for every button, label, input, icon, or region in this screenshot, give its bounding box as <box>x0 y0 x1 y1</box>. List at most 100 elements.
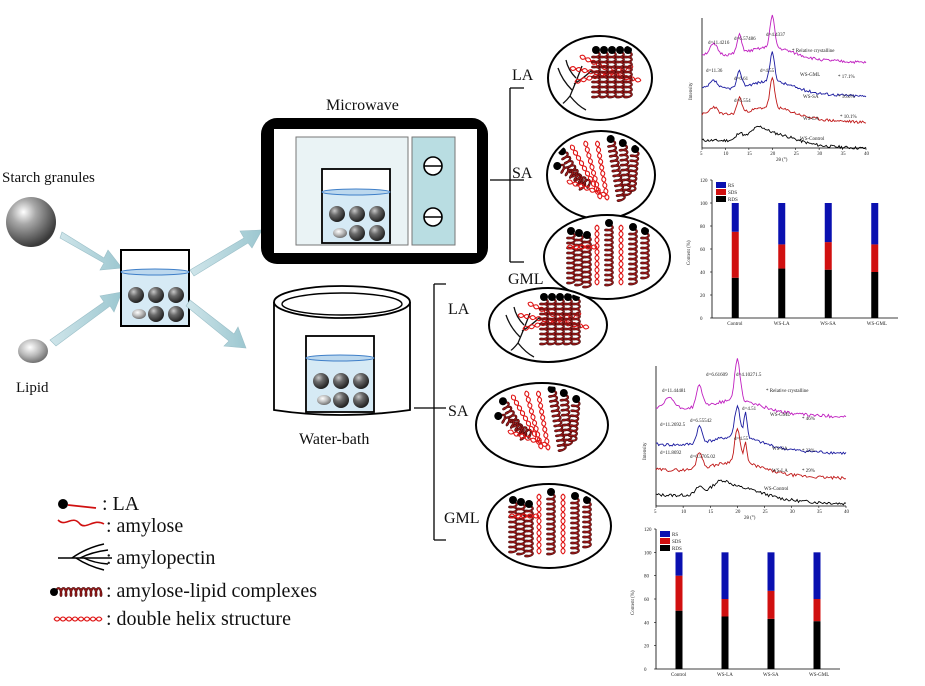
bar-category-label: WS-SA <box>820 322 836 327</box>
bar-legend-swatch-rds <box>716 196 726 202</box>
xrd-bot-d-label-5: d=6.55542 <box>690 419 712 424</box>
label-sa-waterbath: SA <box>448 403 469 420</box>
xrd-tick-label: 15 <box>708 510 714 515</box>
xrd-top-percent-sa: * 16.0% <box>838 95 855 100</box>
xrd-top-d-label-7: d=6.554 <box>734 99 751 104</box>
bar-ylabel: Content (%) <box>687 240 692 265</box>
bar-category-label: Control <box>671 673 687 678</box>
legend-amylopectin-label: : amylopectin <box>106 547 215 569</box>
bar-ytick-label: 80 <box>644 575 650 580</box>
bar-segment-rds <box>767 618 775 669</box>
arrow-lipid-to-beaker <box>49 291 123 347</box>
legend-amylopectin-icon <box>58 543 112 571</box>
xrd-bot-d-label-4: d=11.2692.5 <box>660 423 686 428</box>
bar-segment-rs <box>824 203 832 243</box>
bar-ytick-label: 0 <box>700 317 703 322</box>
arrow-starch-to-beaker <box>59 231 123 271</box>
xrd-tick-label: 10 <box>723 152 729 157</box>
arrow-to-waterbath <box>185 299 247 349</box>
bar-ytick-label: 40 <box>700 271 706 276</box>
bar-legend-label: RDS <box>728 198 738 203</box>
bar-segment-rs <box>675 552 683 576</box>
bar-ytick-label: 120 <box>700 179 708 184</box>
xrd-tick-label: 25 <box>763 510 769 515</box>
xrd-bot-series-gml <box>655 358 847 419</box>
xrd-bot-percent-sa: * 33% <box>802 449 815 454</box>
label-la-microwave: LA <box>512 67 534 84</box>
xrd-top-percent-gml: * 17.1% <box>838 75 855 80</box>
legend-la-icon <box>58 499 97 509</box>
structure-la-microwave <box>547 35 653 121</box>
bar-ytick-label: 60 <box>644 598 650 603</box>
bar-legend-swatch-rs <box>716 182 726 188</box>
xrd-tick-label: 30 <box>790 510 796 515</box>
xrd-bot-series-label-sa: WS-SA <box>772 447 788 452</box>
xrd-bot-note: * Relative crystalline <box>766 389 809 394</box>
xrd-top-d-label-5: d=6.61 <box>734 77 749 82</box>
structure-sa-microwave <box>546 130 656 220</box>
bar-ytick-label: 0 <box>644 668 647 673</box>
legend-complex-label: : amylose-lipid complexes <box>106 580 317 602</box>
microwave-oven <box>261 118 488 264</box>
legend-amylose-icon <box>57 519 105 527</box>
bar-segment-rds <box>778 268 786 318</box>
bar-segment-sds <box>721 599 729 617</box>
bar-ytick-label: 40 <box>644 621 650 626</box>
bar-segment-sds <box>731 231 739 278</box>
structure-gml-waterbath <box>486 483 612 569</box>
label-gml-waterbath: GML <box>444 510 480 527</box>
bar-segment-rds <box>675 610 683 669</box>
bar-ylabel: Content (%) <box>631 590 636 615</box>
label-sa-microwave: SA <box>512 165 533 182</box>
bar-category-label: WS-GML <box>809 673 829 678</box>
bar-category-label: WS-GML <box>867 322 887 327</box>
xrd-top-series-la <box>701 76 867 124</box>
mixing-beaker <box>120 249 190 327</box>
bar-segment-rds <box>731 277 739 318</box>
xrd-bot-d-label-8: d=6.5705.02 <box>690 455 716 460</box>
structure-sa-waterbath <box>475 382 609 468</box>
xrd-top-xlabel: 2θ (°) <box>776 158 788 163</box>
structure-gml-microwave <box>543 214 671 300</box>
xrd-bot-d-label-2: d=6.61609 <box>706 373 728 378</box>
xrd-top-series-label-sa: WS-SA <box>803 95 819 100</box>
xrd-bot-percent-gml: * 46% <box>802 417 815 422</box>
bar-ytick-label: 20 <box>700 294 706 299</box>
xrd-top-series-control <box>701 125 867 150</box>
xrd-top-percent-la: * 10.1% <box>840 115 857 120</box>
xrd-top-series-gml <box>701 14 867 65</box>
xrd-bot-series-la <box>655 427 847 481</box>
bar-segment-rds <box>824 269 832 318</box>
bar-segment-rds <box>721 616 729 669</box>
structure-la-waterbath <box>488 287 608 363</box>
xrd-bot-series-label-la: WS-LA <box>772 469 788 474</box>
xrd-bot-percent-la: * 29% <box>802 469 815 474</box>
bar-segment-sds <box>871 244 879 272</box>
bar-ytick-label: 20 <box>644 645 650 650</box>
xrd-tick-label: 40 <box>844 510 850 515</box>
xrd-bot-ylabel: Intensity <box>643 442 648 460</box>
microwave-label: Microwave <box>326 97 399 114</box>
arrow-to-microwave <box>189 229 263 277</box>
xrd-top-d-label-6: d=4.55 <box>760 69 775 74</box>
bar-segment-rs <box>721 552 729 599</box>
bar-segment-rs <box>767 552 775 591</box>
bar-segment-sds <box>813 599 821 622</box>
xrd-tick-label: 5 <box>700 152 703 157</box>
xrd-bot-d-label-6: d=4.51 <box>742 407 757 412</box>
xrd-chart-bottom: Intensity 2θ (°) * Relative crystalline … <box>640 358 856 521</box>
bar-legend-label: RDS <box>672 547 682 552</box>
starch-granules-label: Starch granules <box>2 170 95 186</box>
xrd-bot-d-label-9: d=4.55 <box>734 437 749 442</box>
bar-segment-rs <box>813 552 821 599</box>
bar-ytick-label: 60 <box>700 248 706 253</box>
bar-legend-swatch-sds <box>716 189 726 195</box>
legend-helix-icon <box>53 616 103 622</box>
xrd-tick-label: 35 <box>817 510 823 515</box>
bar-ytick-label: 120 <box>644 528 652 533</box>
xrd-top-d-label-3: d=4.4337 <box>766 33 786 38</box>
lipid-label: Lipid <box>16 380 49 396</box>
legend-complex-icon <box>50 587 103 597</box>
